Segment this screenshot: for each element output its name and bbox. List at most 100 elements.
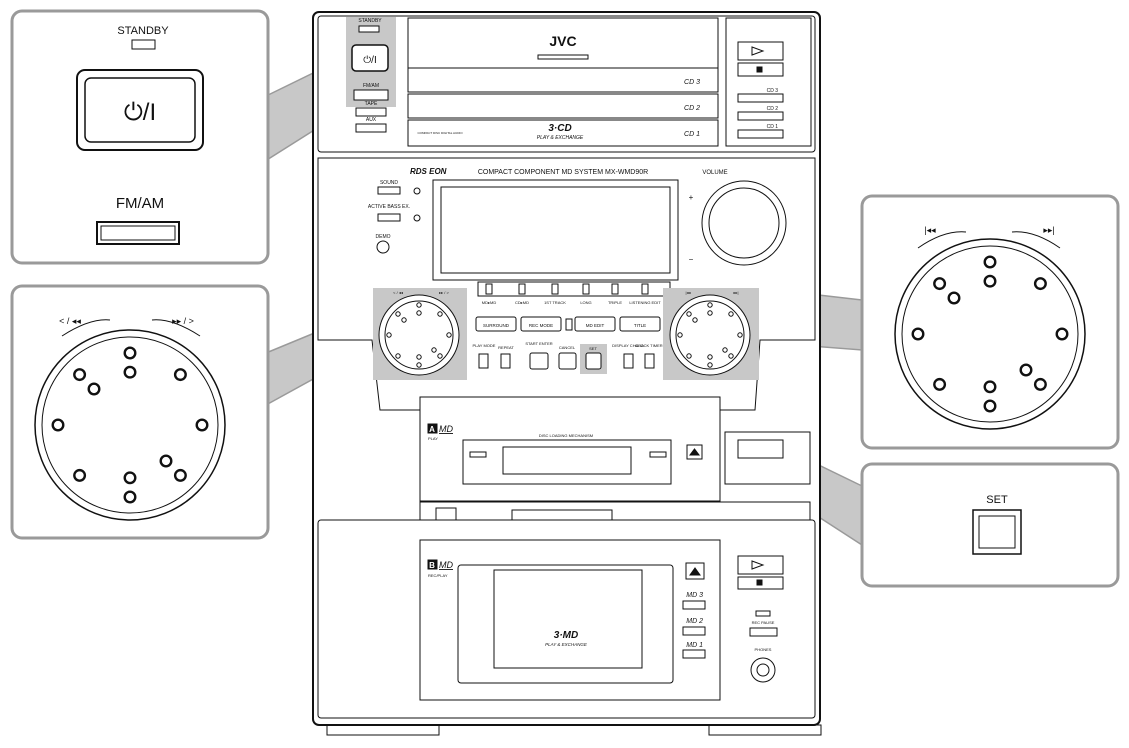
fmam-button-small bbox=[353, 89, 389, 101]
active-bass-button bbox=[377, 213, 401, 222]
function-key-1-label: MD▸MD bbox=[482, 300, 497, 305]
cd-2-eject-label: CD 2 bbox=[767, 106, 779, 112]
power-button-small bbox=[351, 44, 389, 72]
mode-indicator bbox=[565, 318, 573, 331]
aux-label: AUX bbox=[366, 117, 377, 123]
callout-set: SET bbox=[860, 462, 1120, 588]
clock-timer-button bbox=[644, 353, 655, 369]
main-unit: ⏻/I STANDBY FM/AM TAPE AUX JVC CD 3 CD 2… bbox=[312, 11, 822, 736]
callout-standby-led bbox=[131, 39, 156, 50]
clock-timer-label: CLOCK TIMER bbox=[635, 343, 662, 348]
play-mode-label: PLAY MODE bbox=[473, 343, 496, 348]
md-a-label: MD bbox=[439, 424, 453, 434]
cd-changer-logo: 3·CD bbox=[548, 123, 571, 134]
rec-pause-led bbox=[755, 610, 771, 617]
md-slot-3-label: MD 3 bbox=[686, 592, 703, 599]
title-button bbox=[619, 316, 661, 332]
demo-button bbox=[376, 240, 390, 254]
display-chara-label: DISPLAY CHARA bbox=[612, 343, 644, 348]
callout-left-next: ▸▸ / > bbox=[172, 316, 194, 326]
tape-label: TAPE bbox=[365, 101, 378, 107]
md-a-slot bbox=[502, 446, 632, 475]
callout-left-next-arrow bbox=[151, 319, 201, 337]
cd-3-eject-button bbox=[737, 93, 784, 103]
callout-left-prev-arrow bbox=[61, 319, 111, 337]
start-enter-button bbox=[529, 352, 549, 370]
right-jog-prev-small: |◂◂ bbox=[685, 290, 690, 295]
surround-button bbox=[475, 316, 517, 332]
md-b-sub: REC/PLAY bbox=[428, 573, 448, 578]
cd-transport-panel bbox=[725, 17, 812, 147]
md-slot-3-button bbox=[682, 600, 706, 610]
callout-power-symbol: ⏻/I bbox=[124, 99, 156, 126]
compact-disc-logo: COMPACT DISC DIGITAL AUDIO bbox=[417, 131, 463, 135]
cd-tray-3 bbox=[407, 67, 719, 93]
cd-slot bbox=[537, 54, 589, 60]
surround-label: SURROUND bbox=[483, 323, 510, 328]
callout-power-button[interactable] bbox=[84, 77, 196, 143]
md-b-badge: B bbox=[429, 561, 435, 570]
md-b-play-icon bbox=[751, 560, 765, 570]
left-jog-next-small: ▸▸ / > bbox=[439, 290, 449, 295]
callout-right-next: ▸▸| bbox=[1043, 225, 1054, 235]
md-b-changer-logo: 3·MD bbox=[554, 630, 578, 641]
tape-button bbox=[355, 107, 387, 117]
callout-right-next-arrow bbox=[1011, 231, 1061, 249]
cd-tray-1-label: CD 1 bbox=[684, 131, 700, 138]
callout-fmam-inner bbox=[100, 225, 176, 241]
md-edit-label: MD EDIT bbox=[586, 323, 605, 328]
rds-logo: RDS EON bbox=[410, 167, 447, 176]
callout-left-prev: < / ◂◂ bbox=[59, 316, 81, 326]
md-a-slot-left bbox=[469, 451, 487, 458]
md-b-stop-icon bbox=[756, 579, 763, 586]
md-a-badge: A bbox=[429, 425, 435, 434]
active-bass-label: ACTIVE BASS EX. bbox=[368, 204, 410, 210]
cd-1-eject-label: CD 1 bbox=[767, 124, 779, 130]
md-b-label: MD bbox=[439, 560, 453, 570]
cd-play-icon bbox=[751, 46, 765, 56]
md-b-eject-icon bbox=[689, 567, 701, 576]
function-key-2-label: CD▸MD bbox=[515, 300, 529, 305]
aux-button bbox=[355, 123, 387, 133]
md-slot-1-button bbox=[682, 649, 706, 659]
rec-pause-button bbox=[749, 627, 778, 637]
function-key-1 bbox=[485, 283, 493, 295]
foot-left bbox=[326, 724, 440, 736]
md-slot-2-button bbox=[682, 626, 706, 636]
title-label: TITLE bbox=[634, 323, 646, 328]
function-key-4 bbox=[582, 283, 590, 295]
fmam-small-label: FM/AM bbox=[363, 83, 379, 89]
set-button-small bbox=[585, 352, 602, 370]
callout-left-jog: < / ◂◂ ▸▸ / > bbox=[10, 284, 270, 540]
indicator-2 bbox=[413, 214, 421, 222]
md-slot-2-label: MD 2 bbox=[686, 618, 703, 625]
cd-changer-sub: PLAY & EXCHANGE bbox=[537, 135, 584, 141]
cd-tray-2-label: CD 2 bbox=[684, 105, 700, 112]
sound-label: SOUND bbox=[380, 180, 398, 186]
rec-mode-label: REC MODE bbox=[529, 323, 553, 328]
md-b-badge-box bbox=[427, 559, 438, 570]
repeat-label: REPEAT bbox=[498, 345, 514, 350]
md-a-transport-button bbox=[737, 439, 784, 459]
md-a-mechanism: DISC LOADING MECHANISM bbox=[539, 433, 593, 438]
left-jog-prev-small: < / ◂◂ bbox=[393, 290, 403, 295]
cancel-label: CANCEL bbox=[559, 345, 576, 350]
md-a-badge-box bbox=[427, 423, 438, 434]
model-line: COMPACT COMPONENT MD SYSTEM MX-WMD90R bbox=[478, 169, 648, 176]
function-key-5-label: TRIPLE bbox=[608, 300, 622, 305]
md-edit-button bbox=[574, 316, 616, 332]
md-slot-1-label: MD 1 bbox=[686, 642, 703, 649]
cd-2-eject-button bbox=[737, 111, 784, 121]
volume-knob bbox=[708, 187, 780, 259]
indicator-1 bbox=[413, 187, 421, 195]
power-button-small-label[interactable]: ⏻/I bbox=[363, 55, 376, 66]
function-key-5 bbox=[611, 283, 619, 295]
right-jog-inner bbox=[675, 300, 745, 370]
cd-tray-3-label: CD 3 bbox=[684, 79, 700, 86]
display-chara-button bbox=[623, 353, 634, 369]
md-b-changer-sub: PLAY & EXCHANGE bbox=[545, 642, 588, 647]
left-jog-inner bbox=[384, 300, 454, 370]
md-a-slot-right bbox=[649, 451, 667, 458]
function-key-3 bbox=[551, 283, 559, 295]
